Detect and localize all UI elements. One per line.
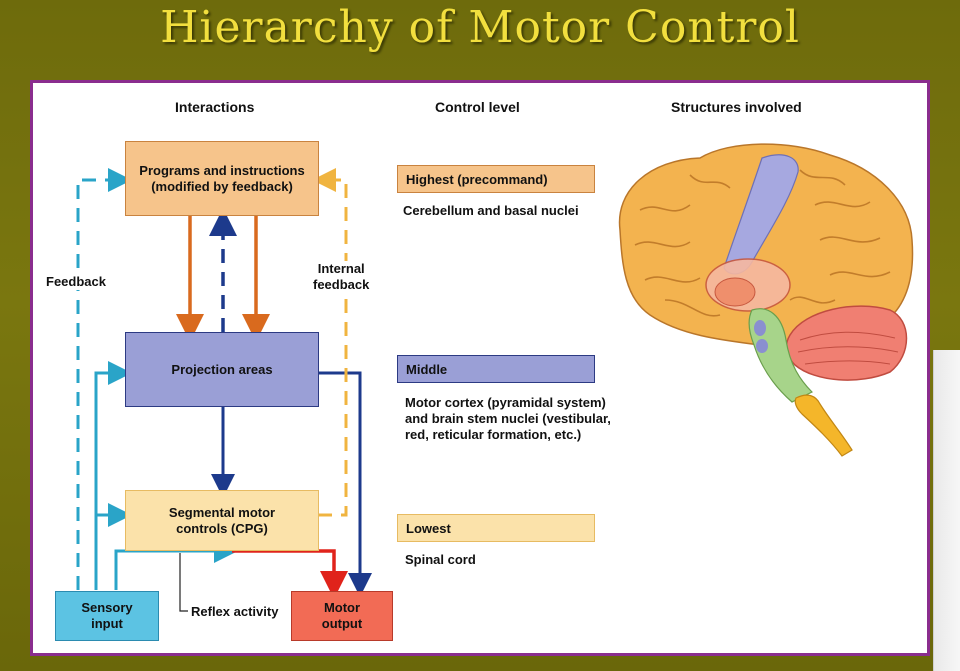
level-middle-desc: Motor cortex (pyramidal system) and brai… [405,395,611,442]
level-middle: Middle [397,355,595,383]
level-highest: Highest (precommand) [397,165,595,193]
sensory-to-projection-arrow [94,361,132,590]
level-highest-desc: Cerebellum and basal nuclei [403,203,579,218]
page-title: Hierarchy of Motor Control [160,2,800,53]
projection-to-motor-arrow [318,371,372,597]
feedback-label: Feedback [46,274,106,290]
motor-output-box: Motor output [291,591,393,641]
level-lowest-desc: Spinal cord [405,552,476,567]
header-structures: Structures involved [671,99,802,115]
sensory-reflex-arrow [114,539,238,590]
cerebrum [618,143,914,349]
sensory-feedback-dashed-arrow [76,168,132,590]
reflex-activity-label: Reflex activity [191,604,279,619]
reflex-to-motor-arrow [232,549,348,599]
sensory-input-box: Sensory input [55,591,159,641]
programs-box: Programs and instructions (modified by f… [125,141,319,216]
internal-feedback-dashed-arrow [312,168,348,517]
reflex-label-pointer [179,553,188,612]
internal-feedback-label: Internal feedback [313,261,370,293]
header-interactions: Interactions [175,99,255,115]
segmental-controls-box: Segmental motor controls (CPG) [125,490,319,551]
header-control-level: Control level [435,99,520,115]
side-strip [933,350,960,671]
level-lowest: Lowest [397,514,595,542]
spinal-cord [794,394,853,457]
projection-areas-box: Projection areas [125,332,319,407]
